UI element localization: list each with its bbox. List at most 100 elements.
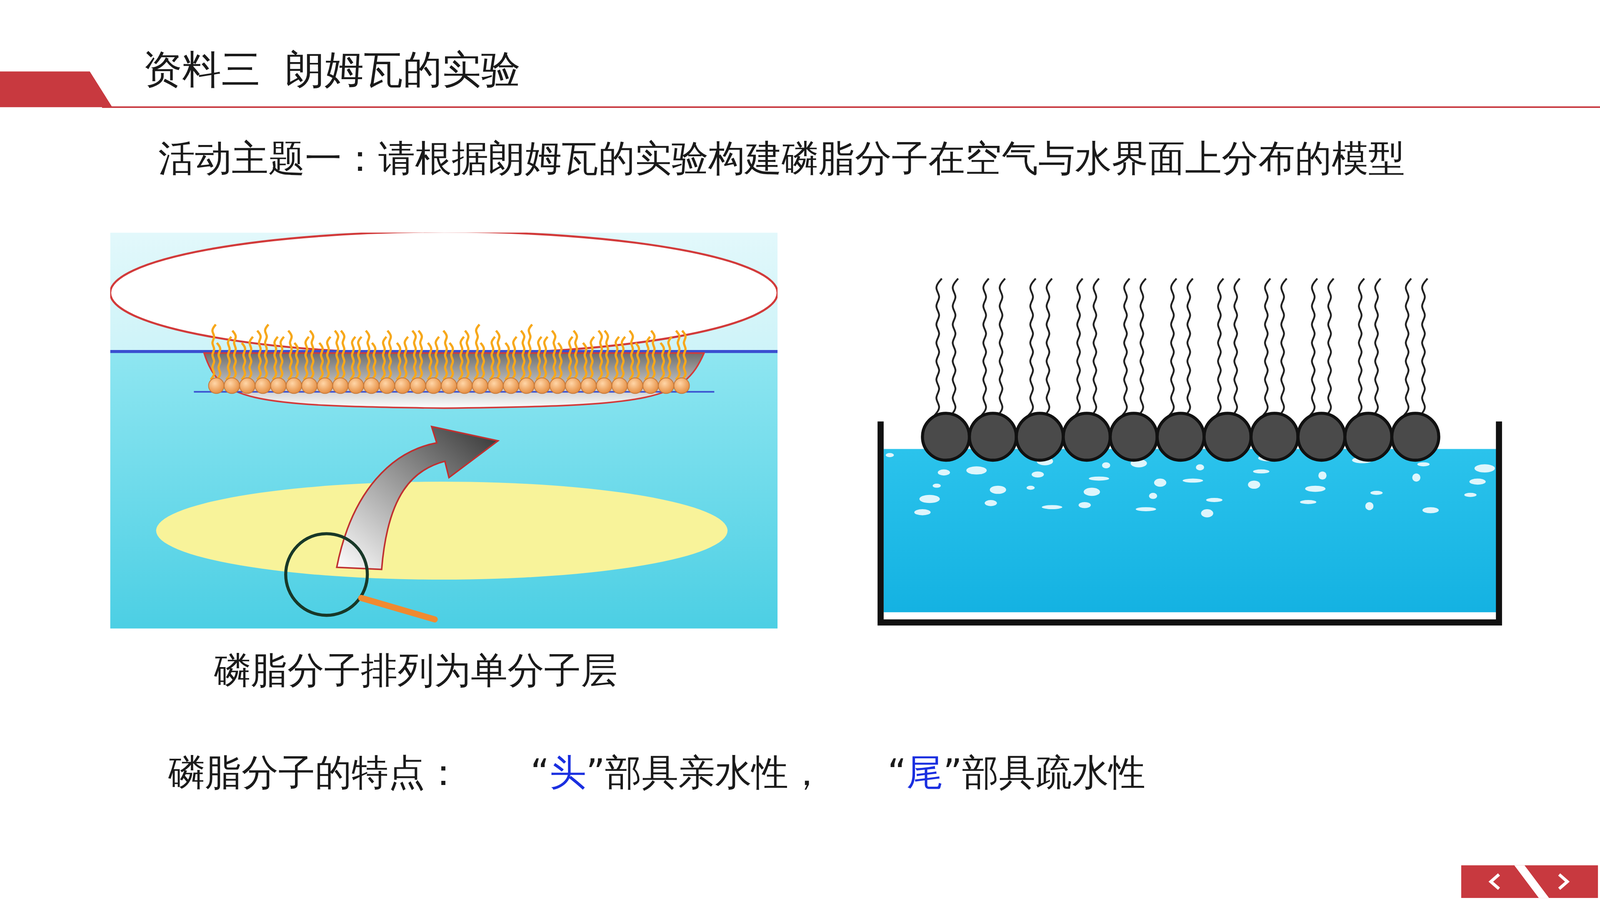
feature-text: ”部具疏水性 xyxy=(943,754,1146,791)
lipid-tail xyxy=(536,336,542,380)
lipid-tail xyxy=(396,342,400,380)
lipid-head xyxy=(379,377,395,394)
foam-spot xyxy=(984,500,997,507)
lipid-tail xyxy=(520,330,525,380)
figure-caption: 磷脂分子排列为单分子层 xyxy=(214,652,618,689)
foam-spot xyxy=(990,485,1007,495)
lipid-tail xyxy=(387,330,391,380)
lipid-tail xyxy=(350,336,356,380)
lipid-head xyxy=(627,377,643,394)
lipid-tail xyxy=(1372,278,1381,417)
lipid-head xyxy=(596,377,612,394)
foam-spot xyxy=(1182,478,1203,483)
foam-spot xyxy=(1135,507,1157,512)
lipid-tail xyxy=(356,336,362,380)
lipid-tail xyxy=(232,330,236,380)
foam-spot xyxy=(937,469,950,476)
lipid-head xyxy=(472,377,488,394)
foam-spot xyxy=(1412,473,1421,482)
lipid-head xyxy=(363,377,380,394)
lipid-tail xyxy=(310,330,314,380)
lipid-head xyxy=(1297,413,1345,461)
nav-buttons xyxy=(1461,865,1598,898)
lipid-tail xyxy=(458,336,464,380)
next-chevron xyxy=(1559,874,1568,889)
lipid-tail xyxy=(372,342,376,380)
lipid-tail xyxy=(557,342,562,380)
foam-spot xyxy=(966,466,987,475)
lipid-tail xyxy=(294,342,298,380)
foam-spot xyxy=(1300,500,1317,505)
foam-spot xyxy=(1041,505,1063,510)
water-foam xyxy=(885,452,1495,518)
lipid-tail xyxy=(980,278,989,417)
lipid-head xyxy=(410,377,426,394)
lipid-tail xyxy=(1074,278,1083,417)
foam-spot xyxy=(1195,464,1205,471)
quote-mark: “ xyxy=(530,754,550,791)
foam-spot xyxy=(914,509,931,516)
lipid-tail xyxy=(247,336,253,380)
lipid-tail xyxy=(645,336,650,380)
lipid-head xyxy=(580,377,597,394)
lipid-head xyxy=(503,377,519,394)
lipid-tail xyxy=(319,342,323,380)
lipid-tail xyxy=(288,330,292,380)
lipid-tail xyxy=(1278,278,1288,417)
lipid-tail xyxy=(434,336,440,380)
trough-section xyxy=(204,352,705,408)
slide-title: 资料三 朗姆瓦的实验 xyxy=(142,50,521,90)
lipid-tails xyxy=(933,278,1428,417)
lipid-tail xyxy=(303,336,309,380)
lipid-head xyxy=(1110,413,1158,461)
foam-spot xyxy=(932,483,941,488)
lipid-head xyxy=(922,413,970,461)
lipid-tail xyxy=(1402,278,1412,417)
header-tab xyxy=(0,71,113,108)
foam-spot xyxy=(885,452,895,458)
lipid-tail xyxy=(257,330,261,380)
lipid-head xyxy=(456,377,473,394)
activity-prompt: 活动主题一：请根据朗姆瓦的实验构建磷脂分子在空气与水界面上分布的模型 xyxy=(158,140,1405,177)
foam-spot xyxy=(919,495,940,504)
lipid-head xyxy=(1391,413,1439,461)
lipid-head xyxy=(1345,413,1393,461)
lipid-head xyxy=(425,377,442,394)
lipid-head xyxy=(487,377,504,394)
lipid-tail xyxy=(474,324,480,380)
lipid-tail xyxy=(542,336,548,380)
lipid-tail xyxy=(263,324,269,380)
lipid-tail xyxy=(1309,278,1318,417)
foam-spot xyxy=(1026,485,1035,490)
tank-wall xyxy=(880,421,1499,623)
lipid-head xyxy=(1204,413,1252,461)
lipid-tail xyxy=(582,342,587,380)
lipid-head xyxy=(239,377,255,394)
lipid-tail xyxy=(635,342,639,380)
lipid-tail xyxy=(1231,278,1240,417)
foam-spot xyxy=(1031,471,1044,478)
foam-spot xyxy=(1149,492,1158,500)
lipid-tail xyxy=(604,330,608,380)
lipid-tail xyxy=(226,336,232,380)
lipid-head xyxy=(969,413,1017,461)
dish-rim xyxy=(110,232,778,354)
lipid-head xyxy=(1016,413,1064,461)
foam-spot xyxy=(1200,509,1213,518)
lipid-tail xyxy=(402,336,408,380)
foam-spot xyxy=(1102,462,1111,469)
lipid-head xyxy=(518,377,535,394)
lipid-head xyxy=(565,377,581,394)
lipid-tail xyxy=(651,330,655,380)
foam-spot xyxy=(1417,462,1430,467)
foam-spot xyxy=(1083,487,1100,497)
lipid-tail xyxy=(675,330,680,380)
lipid-tail xyxy=(552,330,556,380)
lipid-tail xyxy=(340,330,345,380)
lipid-tail xyxy=(443,330,447,380)
lipid-tail xyxy=(335,330,339,380)
lipid-head xyxy=(348,377,364,394)
lipid-tail xyxy=(505,342,509,380)
lipid-tail xyxy=(666,336,672,380)
lipid-tail xyxy=(997,278,1006,417)
